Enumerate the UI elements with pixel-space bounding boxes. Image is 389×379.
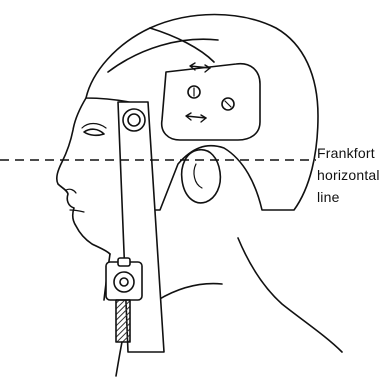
chin-mount-clip (118, 258, 130, 266)
ear (182, 150, 221, 203)
face-profile (57, 98, 110, 254)
callout-line-2: horizontal (317, 164, 389, 186)
eye (84, 129, 104, 135)
frankfort-callout: Frankfort horizontal line (317, 142, 389, 208)
callout-line-1: Frankfort (317, 142, 389, 164)
collar (158, 284, 222, 300)
helmet-rear-band (150, 28, 214, 62)
adjustment-arrows (186, 63, 210, 122)
neck-back (238, 238, 342, 352)
callout-line-3: line (317, 186, 389, 208)
cable (116, 342, 122, 376)
chin-mount (106, 262, 142, 300)
side-plate (162, 64, 260, 140)
sensor (116, 300, 130, 342)
